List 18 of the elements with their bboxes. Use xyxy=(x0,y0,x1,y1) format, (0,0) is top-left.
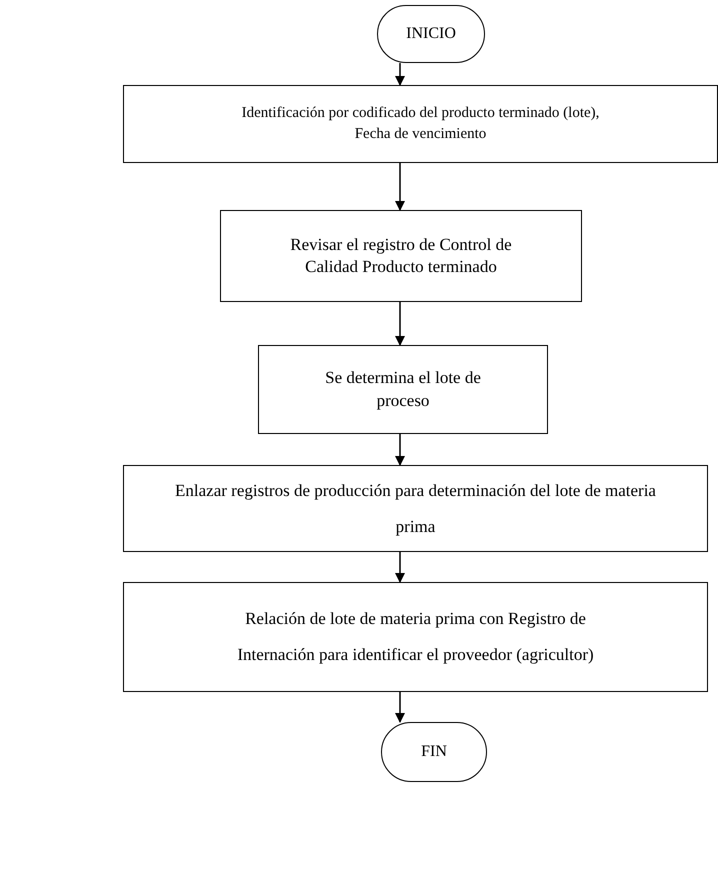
step-text: Se determina el lote de proceso xyxy=(324,367,482,412)
arrow xyxy=(395,692,405,723)
step-text: INICIO xyxy=(406,25,456,43)
step-text: Relación de lote de materia prima con Registro de Internación para identificar el proveedor (agricultor) xyxy=(236,608,595,666)
process-box xyxy=(258,345,548,434)
arrow xyxy=(395,63,405,86)
process-box xyxy=(123,582,708,692)
step-text: Revisar el registro de Control de Calidad Producto terminado xyxy=(289,234,513,278)
arrow xyxy=(395,434,405,466)
process-box xyxy=(123,465,708,552)
step-text: Enlazar registros de producción para determinación del lote de materia prima xyxy=(174,480,657,538)
arrow xyxy=(395,163,405,211)
process-box xyxy=(220,210,582,302)
process-box xyxy=(123,85,718,163)
step-text: Identificación por codificado del producto terminado (lote), Fecha de vencimiento xyxy=(240,104,600,144)
arrow xyxy=(395,552,405,583)
arrow xyxy=(395,302,405,346)
step-text: FIN xyxy=(421,743,447,761)
